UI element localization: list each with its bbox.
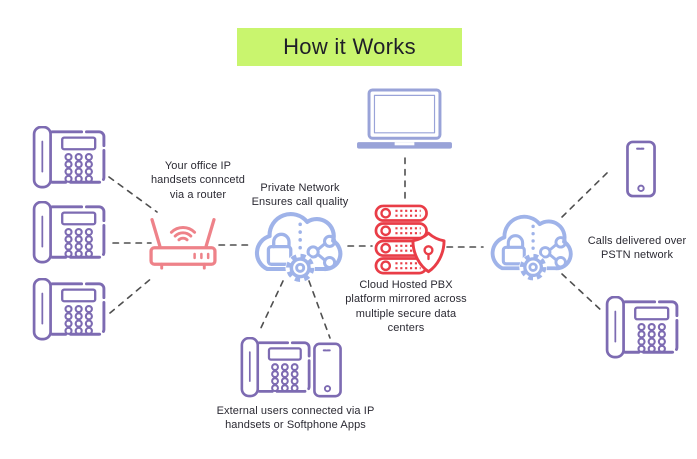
mobile-phone-icon — [625, 140, 657, 198]
desk-phone-icon — [32, 278, 106, 342]
desk-phone-icon — [240, 337, 311, 399]
office-handsets-label: Your office IP handsets conncetd via a r… — [150, 160, 246, 201]
private-network-label: Private Network Ensures call quality — [251, 182, 349, 209]
secure-cloud-icon — [485, 212, 579, 287]
desk-phone-icon — [32, 126, 106, 190]
mobile-phone-icon — [312, 342, 343, 398]
line-phone3-router — [109, 276, 154, 314]
server-stack-shield-icon — [374, 204, 446, 276]
cloud-pbx-label: Cloud Hosted PBX platform mirrored acros… — [345, 279, 467, 334]
pstn-delivery-label: Calls delivered over PSTN network — [587, 235, 687, 262]
line-cloud2-mobile-right — [561, 171, 609, 218]
laptop-icon — [356, 88, 453, 153]
desk-phone-icon — [32, 201, 106, 265]
external-users-label: External users connected via IP handsets… — [216, 405, 375, 432]
secure-cloud-icon — [249, 209, 349, 289]
desk-phone-icon — [605, 296, 679, 360]
line-cloud-mobile-bottom — [308, 280, 331, 339]
page-title: How it Works — [237, 28, 462, 66]
wifi-router-icon — [149, 211, 217, 271]
